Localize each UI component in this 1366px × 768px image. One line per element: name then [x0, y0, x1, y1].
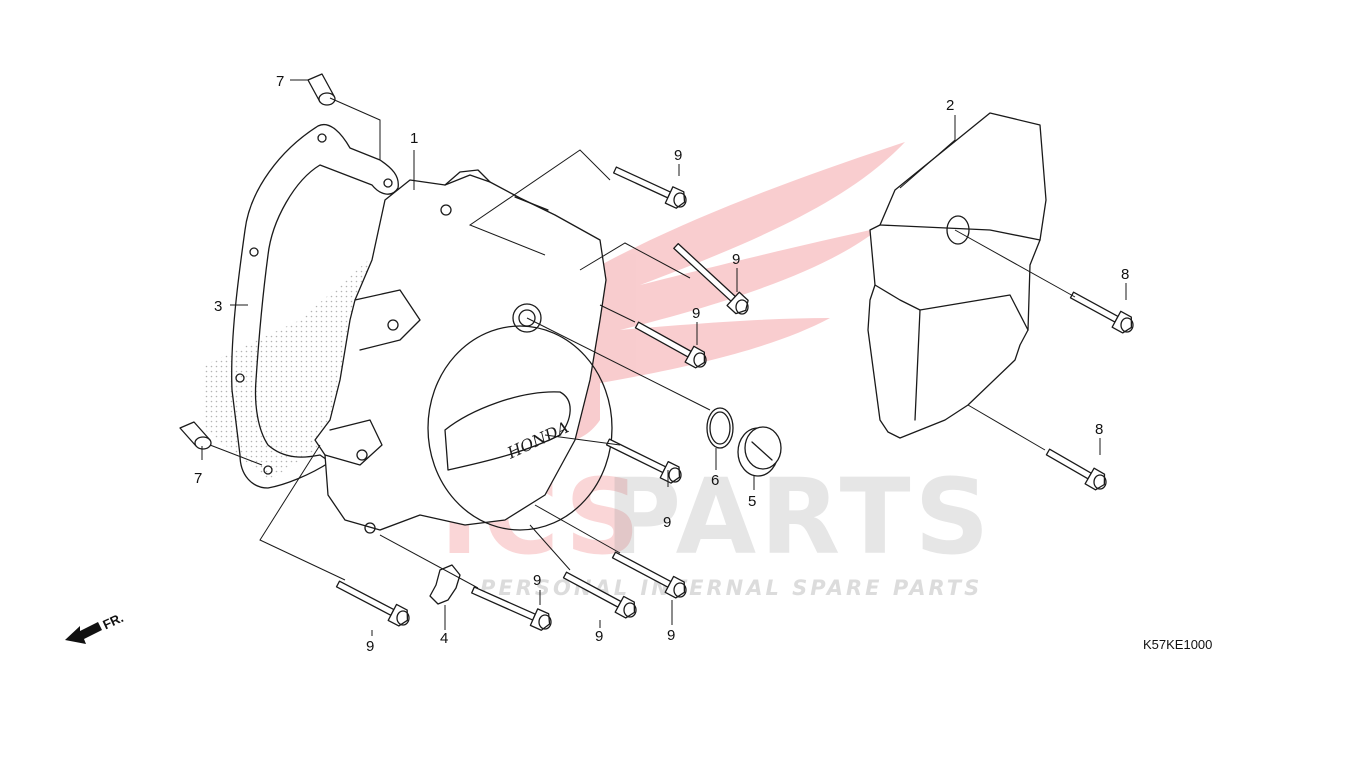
- bolt-9-b: [673, 243, 749, 315]
- callout-8-upper: 8: [1121, 266, 1129, 283]
- diagram-code: K57KE1000: [1143, 637, 1212, 652]
- callout-6: 6: [711, 472, 719, 489]
- bolt-9-c: [634, 321, 707, 369]
- callout-7-upper: 7: [276, 73, 284, 90]
- callout-9-e: 9: [533, 572, 541, 589]
- callouts: 7 1 3 7 2 8 8 9 9 9 6 5 9 9 9 9 9 4: [194, 73, 1129, 655]
- leader-lines: [201, 79, 1127, 636]
- bolt-9-e: [611, 551, 687, 599]
- bolt-9-g: [471, 586, 552, 631]
- o-ring-part-6: [706, 407, 734, 449]
- crankcase-cover-part-1: HONDA: [314, 169, 613, 534]
- bolt-9-h: [335, 580, 410, 627]
- bolt-9-a: [613, 166, 687, 209]
- callout-7-lower: 7: [194, 470, 202, 487]
- gasket-part-3: [231, 123, 399, 489]
- bolt-9-f: [562, 571, 637, 619]
- callout-2: 2: [946, 97, 954, 114]
- bolt-8-lower: [1045, 448, 1107, 491]
- callout-9-f: 9: [595, 628, 603, 645]
- cap-part-5: [737, 426, 782, 477]
- sprocket-cover-part-2: [867, 112, 1047, 439]
- callout-9-c: 9: [692, 305, 700, 322]
- clamp-part-4: [429, 564, 461, 605]
- front-label: FR.: [100, 610, 125, 632]
- callout-9-a: 9: [674, 147, 682, 164]
- callout-9-h: 9: [366, 638, 374, 655]
- front-direction-marker: FR.: [65, 610, 126, 644]
- bolts: [335, 166, 1134, 631]
- callout-9-b: 9: [732, 251, 740, 268]
- callout-8-lower: 8: [1095, 421, 1103, 438]
- dowel-pin-upper: [307, 73, 336, 106]
- callout-3: 3: [214, 298, 222, 315]
- callout-4: 4: [440, 630, 448, 647]
- callout-5: 5: [748, 493, 756, 510]
- bolt-9-d: [605, 438, 682, 484]
- callout-9-d: 9: [663, 514, 671, 531]
- bolt-8-upper: [1069, 291, 1134, 334]
- dowel-pin-lower: [179, 421, 212, 450]
- watermark-tagline: PERSONAL INTERNAL SPARE PARTS: [480, 576, 982, 600]
- callout-1: 1: [410, 130, 418, 147]
- callout-9-g: 9: [667, 627, 675, 644]
